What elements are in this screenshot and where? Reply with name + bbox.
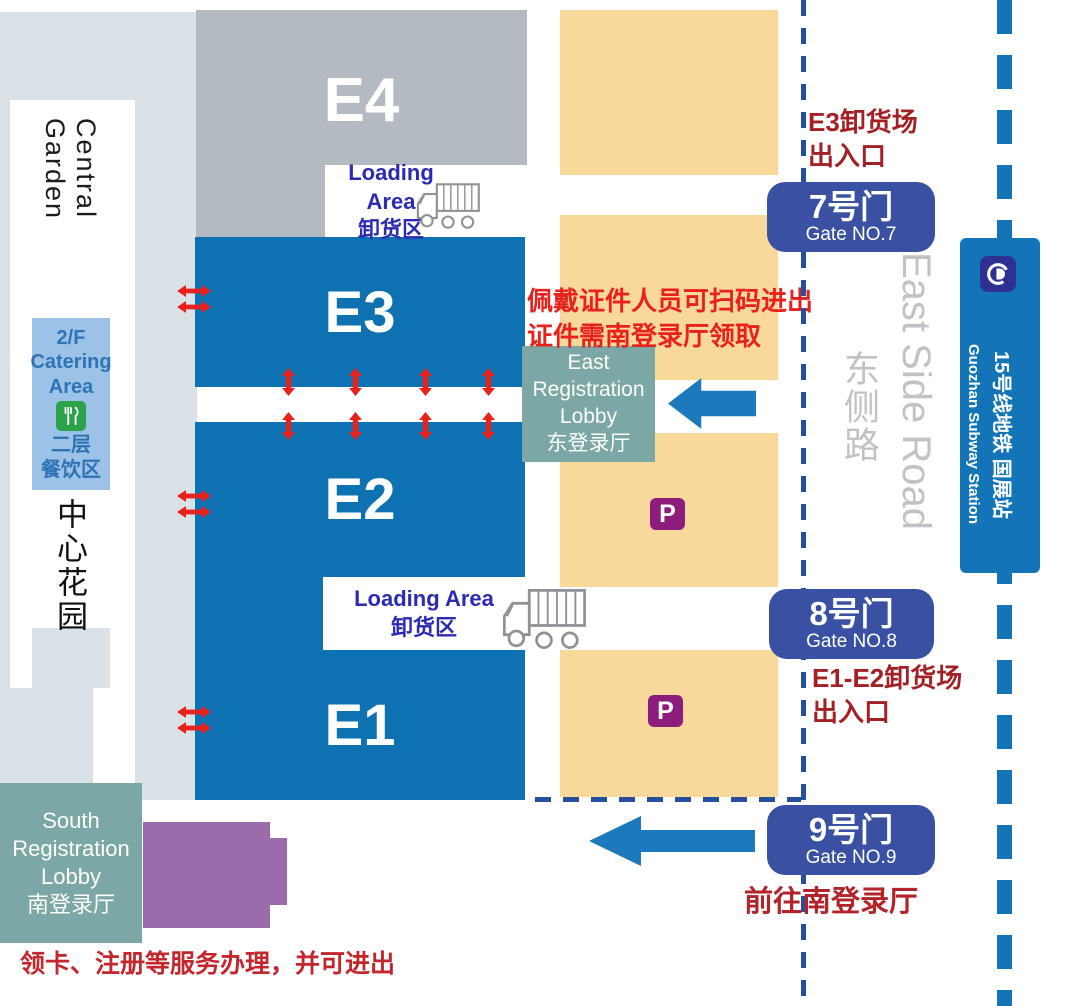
gate-8-en: Gate NO.8 bbox=[806, 630, 897, 652]
hall-e3-label: E3 bbox=[324, 279, 396, 345]
east-side-road-label: East Side Road bbox=[894, 252, 938, 530]
gate-9-en: Gate NO.9 bbox=[805, 846, 897, 868]
crossing-arrow-icon bbox=[419, 412, 432, 440]
subway-station-badge: Guozhan Subway Station 15号线地铁 国展站 bbox=[960, 238, 1040, 573]
garden-walkway-block bbox=[32, 628, 110, 688]
loading-area-south-en: Loading Area bbox=[354, 585, 494, 611]
subway-station-cn: 15号线地铁 国展站 bbox=[990, 350, 1012, 519]
e1-e2-dock-line1: E1-E2卸货场 bbox=[812, 663, 963, 693]
loading-area-north-cn: 卸货区 bbox=[357, 217, 424, 243]
garden-walkway-slot bbox=[93, 688, 135, 783]
crossing-arrow-icon bbox=[282, 412, 295, 440]
central-garden-label: Central Garden bbox=[40, 118, 101, 221]
gate-7-badge: 7号门 Gate NO.7 bbox=[767, 182, 935, 252]
loading-area-north-en: Loading Area bbox=[348, 160, 434, 214]
hall-e2-label: E2 bbox=[324, 467, 396, 532]
subway-logo-icon bbox=[980, 256, 1016, 292]
e3-dock-line1: E3卸货场 bbox=[808, 107, 918, 137]
subway-station-en: Guozhan Subway Station bbox=[965, 344, 982, 525]
catering-floor: 2/F bbox=[56, 327, 86, 350]
loading-area-south-cn: 卸货区 bbox=[390, 614, 457, 640]
gate-9-badge: 9号门 Gate NO.9 bbox=[767, 805, 935, 875]
scan-note-line1: 佩戴证件人员可扫码进出 bbox=[527, 286, 814, 316]
hall-e4-label: E4 bbox=[323, 65, 400, 135]
catering-cn2: 餐饮区 bbox=[41, 458, 101, 481]
east-lobby-line3: Lobby bbox=[559, 405, 618, 428]
catering-word1: Catering bbox=[30, 351, 112, 374]
subway-station-text: Guozhan Subway Station 15号线地铁 国展站 bbox=[960, 302, 1040, 567]
south-lobby-cn: 南登录厅 bbox=[26, 892, 115, 918]
south-lobby-line1: South bbox=[42, 807, 100, 833]
hall-entrance-arrow-icon bbox=[177, 285, 211, 297]
e1-e2-dock-entrance-note: E1-E2卸货场 出入口 bbox=[812, 662, 962, 730]
crossing-arrow-icon bbox=[282, 368, 295, 396]
gate-7-en: Gate NO.7 bbox=[805, 223, 897, 245]
fork-knife-icon bbox=[56, 401, 86, 432]
hall-entrance-arrow-icon bbox=[177, 490, 211, 502]
hall-e3 bbox=[195, 237, 525, 387]
east-entry-arrow-icon bbox=[668, 378, 756, 429]
to-south-lobby-note: 前往南登录厅 bbox=[744, 886, 919, 918]
parking-icon: P bbox=[648, 695, 683, 727]
south-lobby-line2: Registration bbox=[12, 835, 130, 861]
service-note: 领卡、注册等服务办理，并可进出 bbox=[20, 950, 396, 978]
gate-9-cn: 9号门 bbox=[808, 810, 894, 848]
east-registration-lobby: East Registration Lobby 东登录厅 bbox=[522, 346, 655, 462]
e1-e2-dock-line2: 出入口 bbox=[812, 696, 891, 727]
parking-lot bbox=[560, 10, 778, 175]
east-lobby-line2: Registration bbox=[532, 378, 645, 402]
catering-word2: Area bbox=[48, 375, 94, 398]
east-lobby-line1: East bbox=[567, 351, 610, 375]
parking-icon: P bbox=[650, 498, 685, 530]
e3-dock-entrance-note: E3卸货场 出入口 bbox=[808, 106, 918, 174]
catering-area-box: 2/F Catering Area 二层 餐饮区 bbox=[30, 318, 112, 490]
south-lobby-line3: Lobby bbox=[41, 864, 101, 889]
scan-note-line2: 证件需南登录厅领取 bbox=[527, 321, 762, 351]
catering-cn1: 二层 bbox=[51, 434, 91, 457]
central-garden-label-cn: 中心花园 bbox=[52, 498, 87, 634]
south-building bbox=[143, 822, 270, 928]
hall-entrance-arrow-icon bbox=[177, 706, 211, 718]
south-registration-lobby: South Registration Lobby 南登录厅 bbox=[0, 783, 142, 943]
hall-entrance-arrow-icon bbox=[177, 722, 211, 734]
south-building-annex bbox=[270, 838, 287, 905]
boundary-dashed-line bbox=[535, 797, 801, 802]
crossing-arrow-icon bbox=[349, 368, 362, 396]
crossing-arrow-icon bbox=[419, 368, 432, 396]
crossing-arrow-icon bbox=[482, 412, 495, 440]
crossing-arrow-icon bbox=[349, 412, 362, 440]
hall-e1-label: E1 bbox=[324, 692, 396, 758]
gate-8-cn: 8号门 bbox=[809, 594, 894, 632]
e3-dock-line2: 出入口 bbox=[808, 140, 887, 171]
east-lobby-cn: 东登录厅 bbox=[546, 431, 631, 455]
crossing-arrow-icon bbox=[482, 368, 495, 396]
truck-icon bbox=[416, 183, 480, 229]
boundary-dashed-line bbox=[801, 0, 806, 1006]
loading-area-south: Loading Area 卸货区 bbox=[323, 577, 525, 650]
south-entry-arrow-icon bbox=[589, 816, 755, 866]
east-side-road-label-cn: 东侧路 bbox=[839, 350, 880, 464]
hall-entrance-arrow-icon bbox=[177, 301, 211, 313]
gate-7-cn: 7号门 bbox=[808, 187, 894, 225]
gate-8-badge: 8号门 Gate NO.8 bbox=[769, 589, 934, 659]
truck-icon bbox=[502, 589, 586, 649]
hall-entrance-arrow-icon bbox=[177, 506, 211, 518]
